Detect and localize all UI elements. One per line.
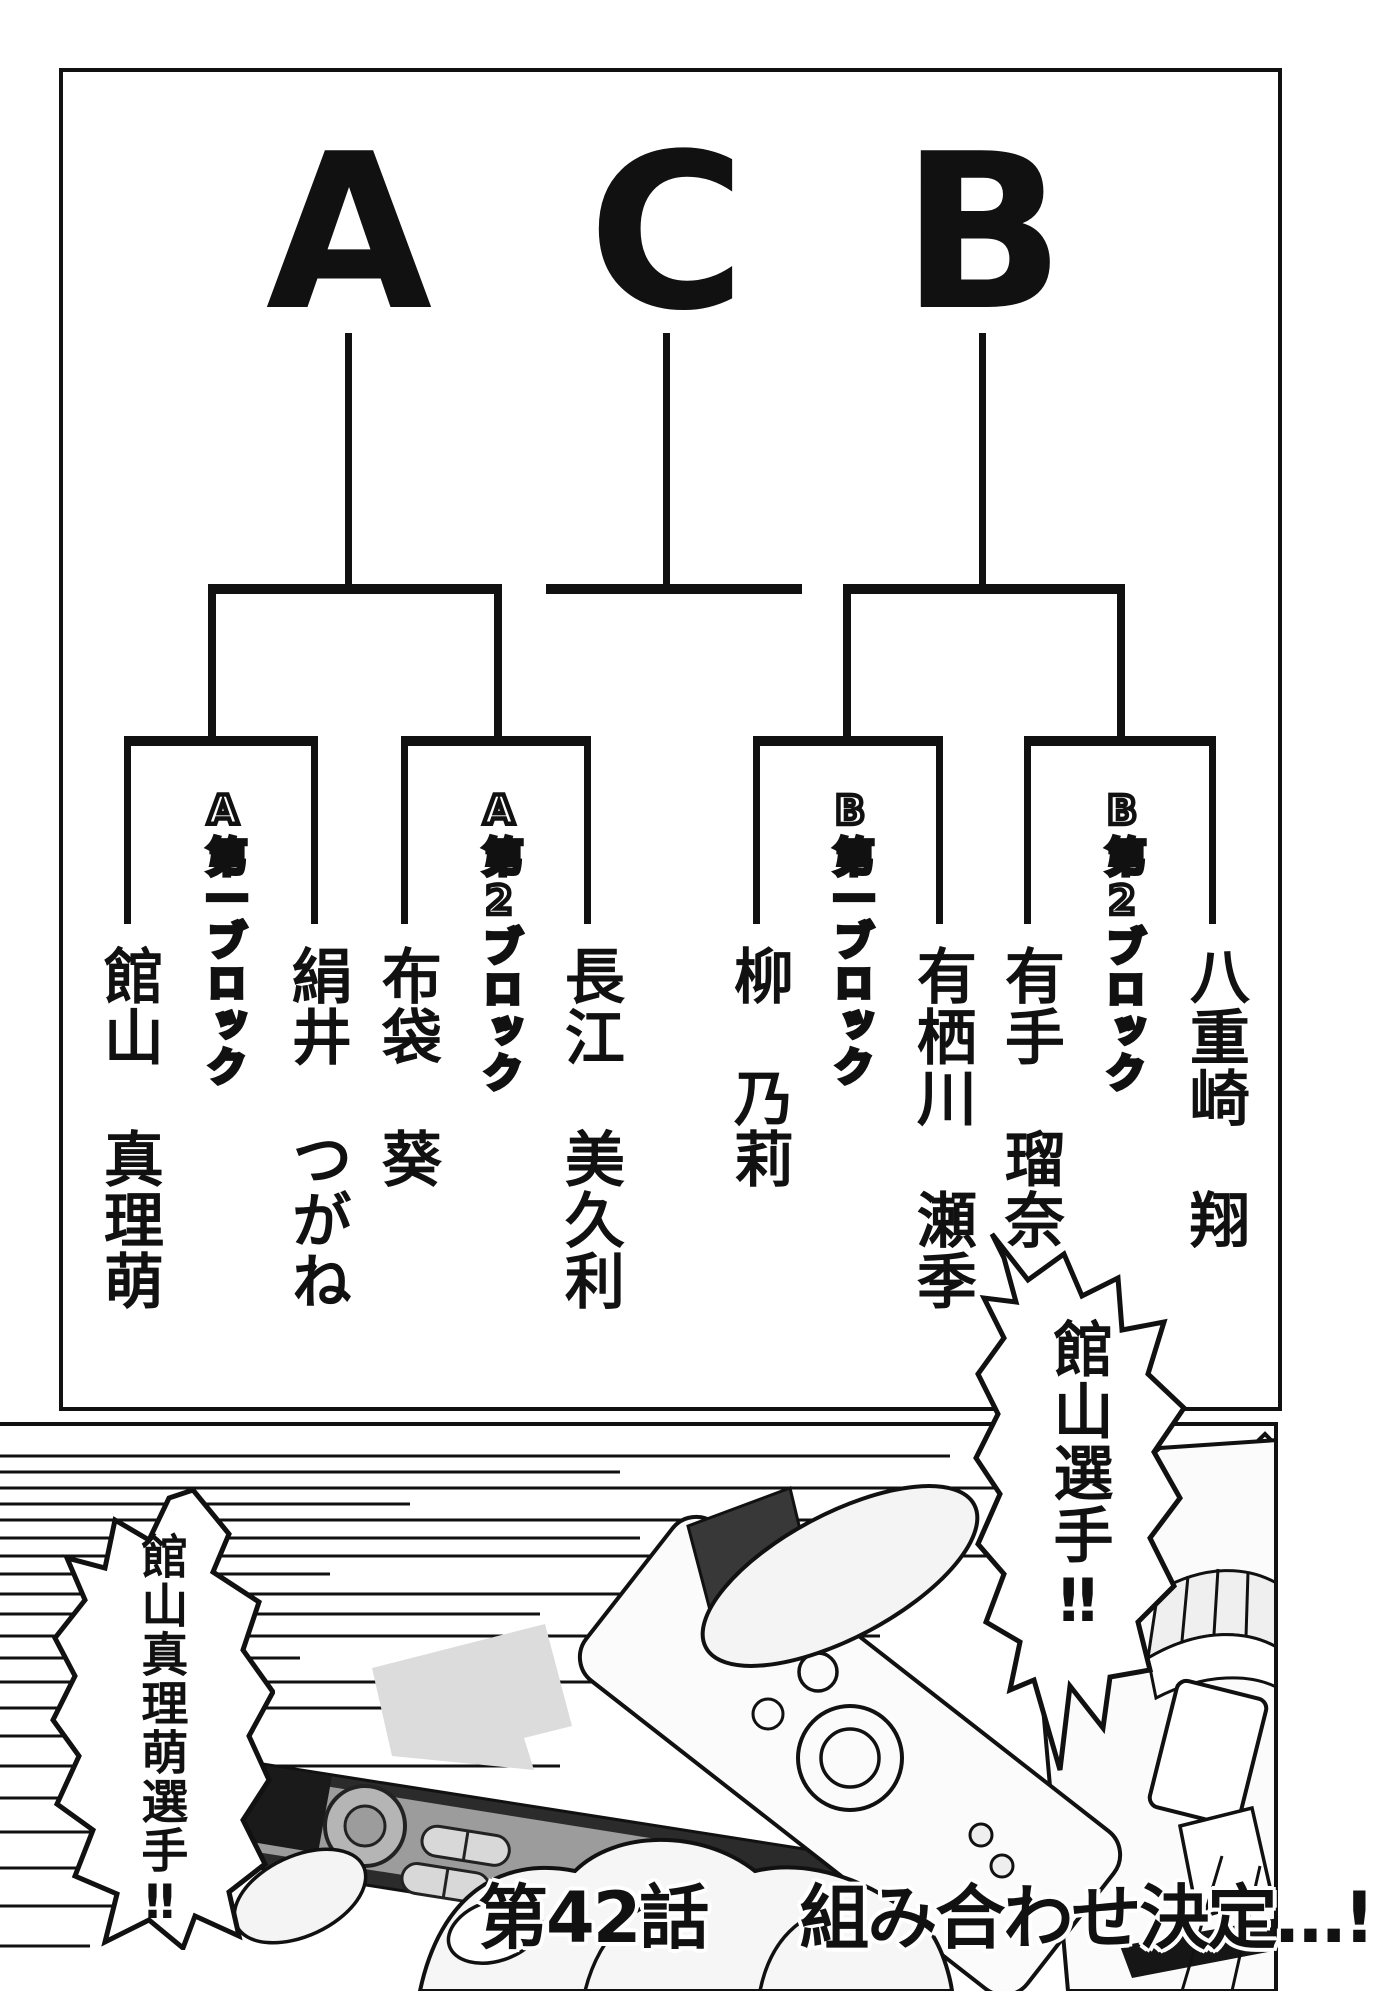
chapter-title-text: 組み合わせ決定…! <box>799 1877 1375 1959</box>
bracket-group-letter-a: A <box>265 107 433 358</box>
player-name-kinui: 絹井 つがね <box>281 945 352 1311</box>
bracket-line-leaf <box>1209 736 1216 924</box>
block-label-a2: A第2ブロック <box>474 786 525 1097</box>
bracket-line-leaf <box>1024 736 1031 924</box>
bracket-line-bar-a <box>208 584 502 594</box>
block-label-b2: B第2ブロック <box>1097 786 1148 1097</box>
speech-bubble-right: 館山選手‼ <box>970 1222 1195 1782</box>
bracket-line-subbar-a1 <box>124 736 318 746</box>
player-name-arite: 有手 瑠奈 <box>994 945 1065 1250</box>
bracket-line-branch-b2 <box>1117 584 1125 746</box>
bracket-group-letter-b: B <box>901 107 1065 358</box>
bracket-line-leaf <box>401 736 408 924</box>
bracket-line-leaf <box>311 736 318 924</box>
background-device-slab <box>372 1624 572 1770</box>
player-name-yaezaki: 八重崎 翔 <box>1179 945 1250 1250</box>
bracket-line-stem-b <box>979 333 986 589</box>
bracket-line-leaf <box>753 736 760 924</box>
bracket-line-stem-a <box>345 333 352 589</box>
dark-strap <box>1120 1918 1274 1978</box>
player-name-tateyama: 館山 真理萌 <box>93 945 164 1311</box>
player-name-nagae: 長江 美久利 <box>554 945 625 1311</box>
chapter-number: 第42話 <box>478 1877 709 1959</box>
bracket-line-leaf <box>936 736 943 924</box>
speech-bubble-left-text: 館山真理萌選手‼ <box>132 1532 188 1932</box>
block-label-b1: B第一ブロック <box>825 786 876 1091</box>
player-name-hotei: 布袋 葵 <box>371 945 442 1189</box>
chapter-title: 第42話 組み合わせ決定…! <box>478 1862 1375 1963</box>
bracket-line-branch-a2 <box>494 584 502 746</box>
bracket-line-branch-a1 <box>208 584 216 746</box>
bracket-line-bar-c <box>546 584 802 594</box>
bracket-group-letter-c: C <box>588 107 746 358</box>
bracket-line-subbar-b2 <box>1024 736 1216 746</box>
thumb <box>700 1484 980 1668</box>
fingernail <box>446 1897 544 1965</box>
watch-clasp <box>1147 1678 1269 1828</box>
speaker-dial-icon <box>796 1704 904 1812</box>
player-name-yanagi: 柳 乃莉 <box>723 945 794 1189</box>
player-name-arisugawa: 有栖川 瀬季 <box>906 945 977 1311</box>
block-label-a1: A第一ブロック <box>198 786 249 1091</box>
hand-fingers <box>232 1837 955 1991</box>
bracket-line-subbar-b1 <box>753 736 943 746</box>
bracket-line-bar-b <box>843 584 1125 594</box>
bracket-line-branch-b1 <box>843 584 851 746</box>
speech-bubble-right-text: 館山選手‼ <box>1043 1318 1113 1638</box>
bracket-line-leaf <box>584 736 591 924</box>
rocker-buttons <box>400 1824 511 1905</box>
bracket-line-subbar-a2 <box>401 736 591 746</box>
bracket-line-stem-c <box>663 333 670 589</box>
speech-bubble-left: 館山真理萌選手‼ <box>45 1480 275 1950</box>
bracket-line-leaf <box>124 736 131 924</box>
